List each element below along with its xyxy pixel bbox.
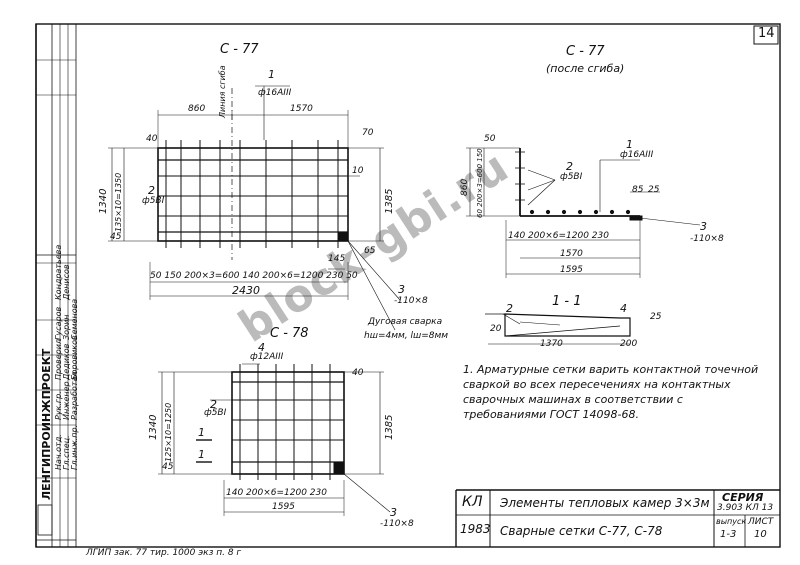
c77-bent-dim-85: 85 xyxy=(632,185,644,195)
section-title: 1 - 1 xyxy=(552,294,582,309)
c77-pos3-spec: -110×8 xyxy=(394,296,428,306)
title-block-year: 1983 xyxy=(460,522,491,536)
side-stamp-row-3: Гл.инж.пр. xyxy=(70,424,79,470)
c78-dim-spacing: 125×10=1250 xyxy=(164,402,173,462)
c77-dim-h10: 10 xyxy=(352,166,364,176)
c78-pos2: 2 xyxy=(210,398,217,411)
c78-dim-45: 45 xyxy=(162,462,174,472)
title-block-title-top: Элементы тепловых камер 3×3м xyxy=(500,496,710,510)
c77-bent-dim-chain: 140 200×6=1200 230 xyxy=(508,231,609,241)
c78-dim-40: 40 xyxy=(352,368,364,378)
c77-bent-pos2-spec: ф5ВI xyxy=(560,172,583,182)
c77-dim-70: 70 xyxy=(362,128,374,138)
c77-bent-dim-50: 50 xyxy=(484,134,496,144)
c77-pos1: 1 xyxy=(268,68,275,81)
c78-dim-1595: 1595 xyxy=(272,502,295,512)
c78-dim-1385: 1385 xyxy=(384,414,395,440)
c77-mesh xyxy=(108,85,401,331)
c77-pos2-spec: ф5ВI xyxy=(142,196,165,206)
title-block-issue-label: выпуск xyxy=(716,517,747,526)
title-block-title-bottom: Сварные сетки С-77, С-78 xyxy=(500,524,663,538)
c78-cut-mark-top: 1 xyxy=(198,426,205,439)
side-stamp-institute: ЛЕНГИПРОИНЖПРОЕКТ xyxy=(40,348,53,500)
c77-dim-2430: 2430 xyxy=(232,284,260,297)
side-stamp-name-7: Денисов xyxy=(62,264,71,300)
title-block-series-value: 3.903 КЛ 13 xyxy=(717,503,774,513)
c77-bent-title: С - 77 xyxy=(566,44,605,59)
c77-pos3: 3 xyxy=(398,283,405,296)
title-block-series-label: СЕРИЯ xyxy=(722,491,764,504)
c78-title: С - 78 xyxy=(270,326,309,341)
c77-bent-dim-860: 860 xyxy=(460,178,470,196)
c77-dim-860: 860 xyxy=(188,104,206,114)
c78-pos3-spec: -110×8 xyxy=(380,519,414,529)
c77-dim-45: 45 xyxy=(110,232,122,242)
c77-bent-dim-1595: 1595 xyxy=(560,265,583,275)
c77-weld-spec: hш=4мм, lш=8мм xyxy=(364,331,449,341)
c78-dim-1340: 1340 xyxy=(148,414,159,440)
c77-dim-spacing: 135×10=1350 xyxy=(114,172,123,232)
c78-cut-mark-bottom: 1 xyxy=(198,448,205,461)
c77-bent-subtitle: (после сгиба) xyxy=(546,62,625,75)
c77-bent-pos1-spec: ф16АIII xyxy=(620,150,654,160)
c77-bent-pos1: 1 xyxy=(626,138,633,151)
title-block-sheet-label: ЛИСТ xyxy=(748,517,774,527)
c77-bent-pos3-spec: -110×8 xyxy=(690,234,724,244)
c77-bent-mesh xyxy=(466,147,701,278)
c77-dim-1570: 1570 xyxy=(290,104,313,114)
c78-mesh xyxy=(158,363,391,516)
side-stamp-name-5: Семенова xyxy=(70,298,79,340)
title-block-frame xyxy=(455,489,780,547)
c77-bent-pos3: 3 xyxy=(700,220,707,233)
section-dim-20: 20 xyxy=(490,324,502,334)
title-block-issue-value: 1-3 xyxy=(720,529,737,540)
side-stamp-name-2: Боровиков xyxy=(70,335,79,380)
c77-dim-40: 40 xyxy=(146,134,158,144)
c77-bent-dim-chain-v: 60 200×3=600 150 xyxy=(476,148,484,218)
general-note: 1. Арматурные сетки варить контактной то… xyxy=(463,363,759,421)
c78-pos4-spec: ф12АIII xyxy=(250,352,284,362)
c77-dim-1340: 1340 xyxy=(98,188,109,214)
section-dim-1370: 1370 xyxy=(540,339,563,349)
c77-bend-line-label: Линия сгиба xyxy=(218,65,227,118)
c77-weld-title: Дуговая сварка xyxy=(368,317,443,327)
section-pos2: 2 xyxy=(506,302,513,315)
c77-title: С - 77 xyxy=(220,42,259,57)
title-block-org: КЛ xyxy=(462,494,483,510)
c78-dim-chain: 140 200×6=1200 230 xyxy=(226,488,327,498)
c77-pos1-spec: ф16АIII xyxy=(258,88,292,98)
c78-pos2-spec: ф5ВI xyxy=(204,408,227,418)
c77-dim-145: 145 xyxy=(328,254,346,264)
c77-pos2: 2 xyxy=(148,184,155,197)
sheet-number: 14 xyxy=(758,26,775,41)
section-dim-200: 200 xyxy=(620,339,638,349)
c77-dim-1385: 1385 xyxy=(384,188,395,214)
c77-bent-pos2: 2 xyxy=(566,160,573,173)
c78-pos4: 4 xyxy=(258,341,265,354)
c77-dim-65: 65 xyxy=(364,246,376,256)
footer-print-info: ЛГИП зак. 77 тир. 1000 экз п. 8 г xyxy=(86,548,242,558)
c77-bent-dim-1570: 1570 xyxy=(560,249,583,259)
title-block-sheet-value: 10 xyxy=(754,529,767,540)
c77-bent-dim-25: 25 xyxy=(648,185,660,195)
sheet-frame xyxy=(35,23,781,548)
section-dim-25: 25 xyxy=(650,312,662,322)
section-pos4: 4 xyxy=(620,302,627,315)
c78-pos3: 3 xyxy=(390,506,397,519)
section-1-1 xyxy=(485,313,631,345)
c77-dim-chain: 50 150 200×3=600 140 200×6=1200 230 50 xyxy=(150,271,358,281)
